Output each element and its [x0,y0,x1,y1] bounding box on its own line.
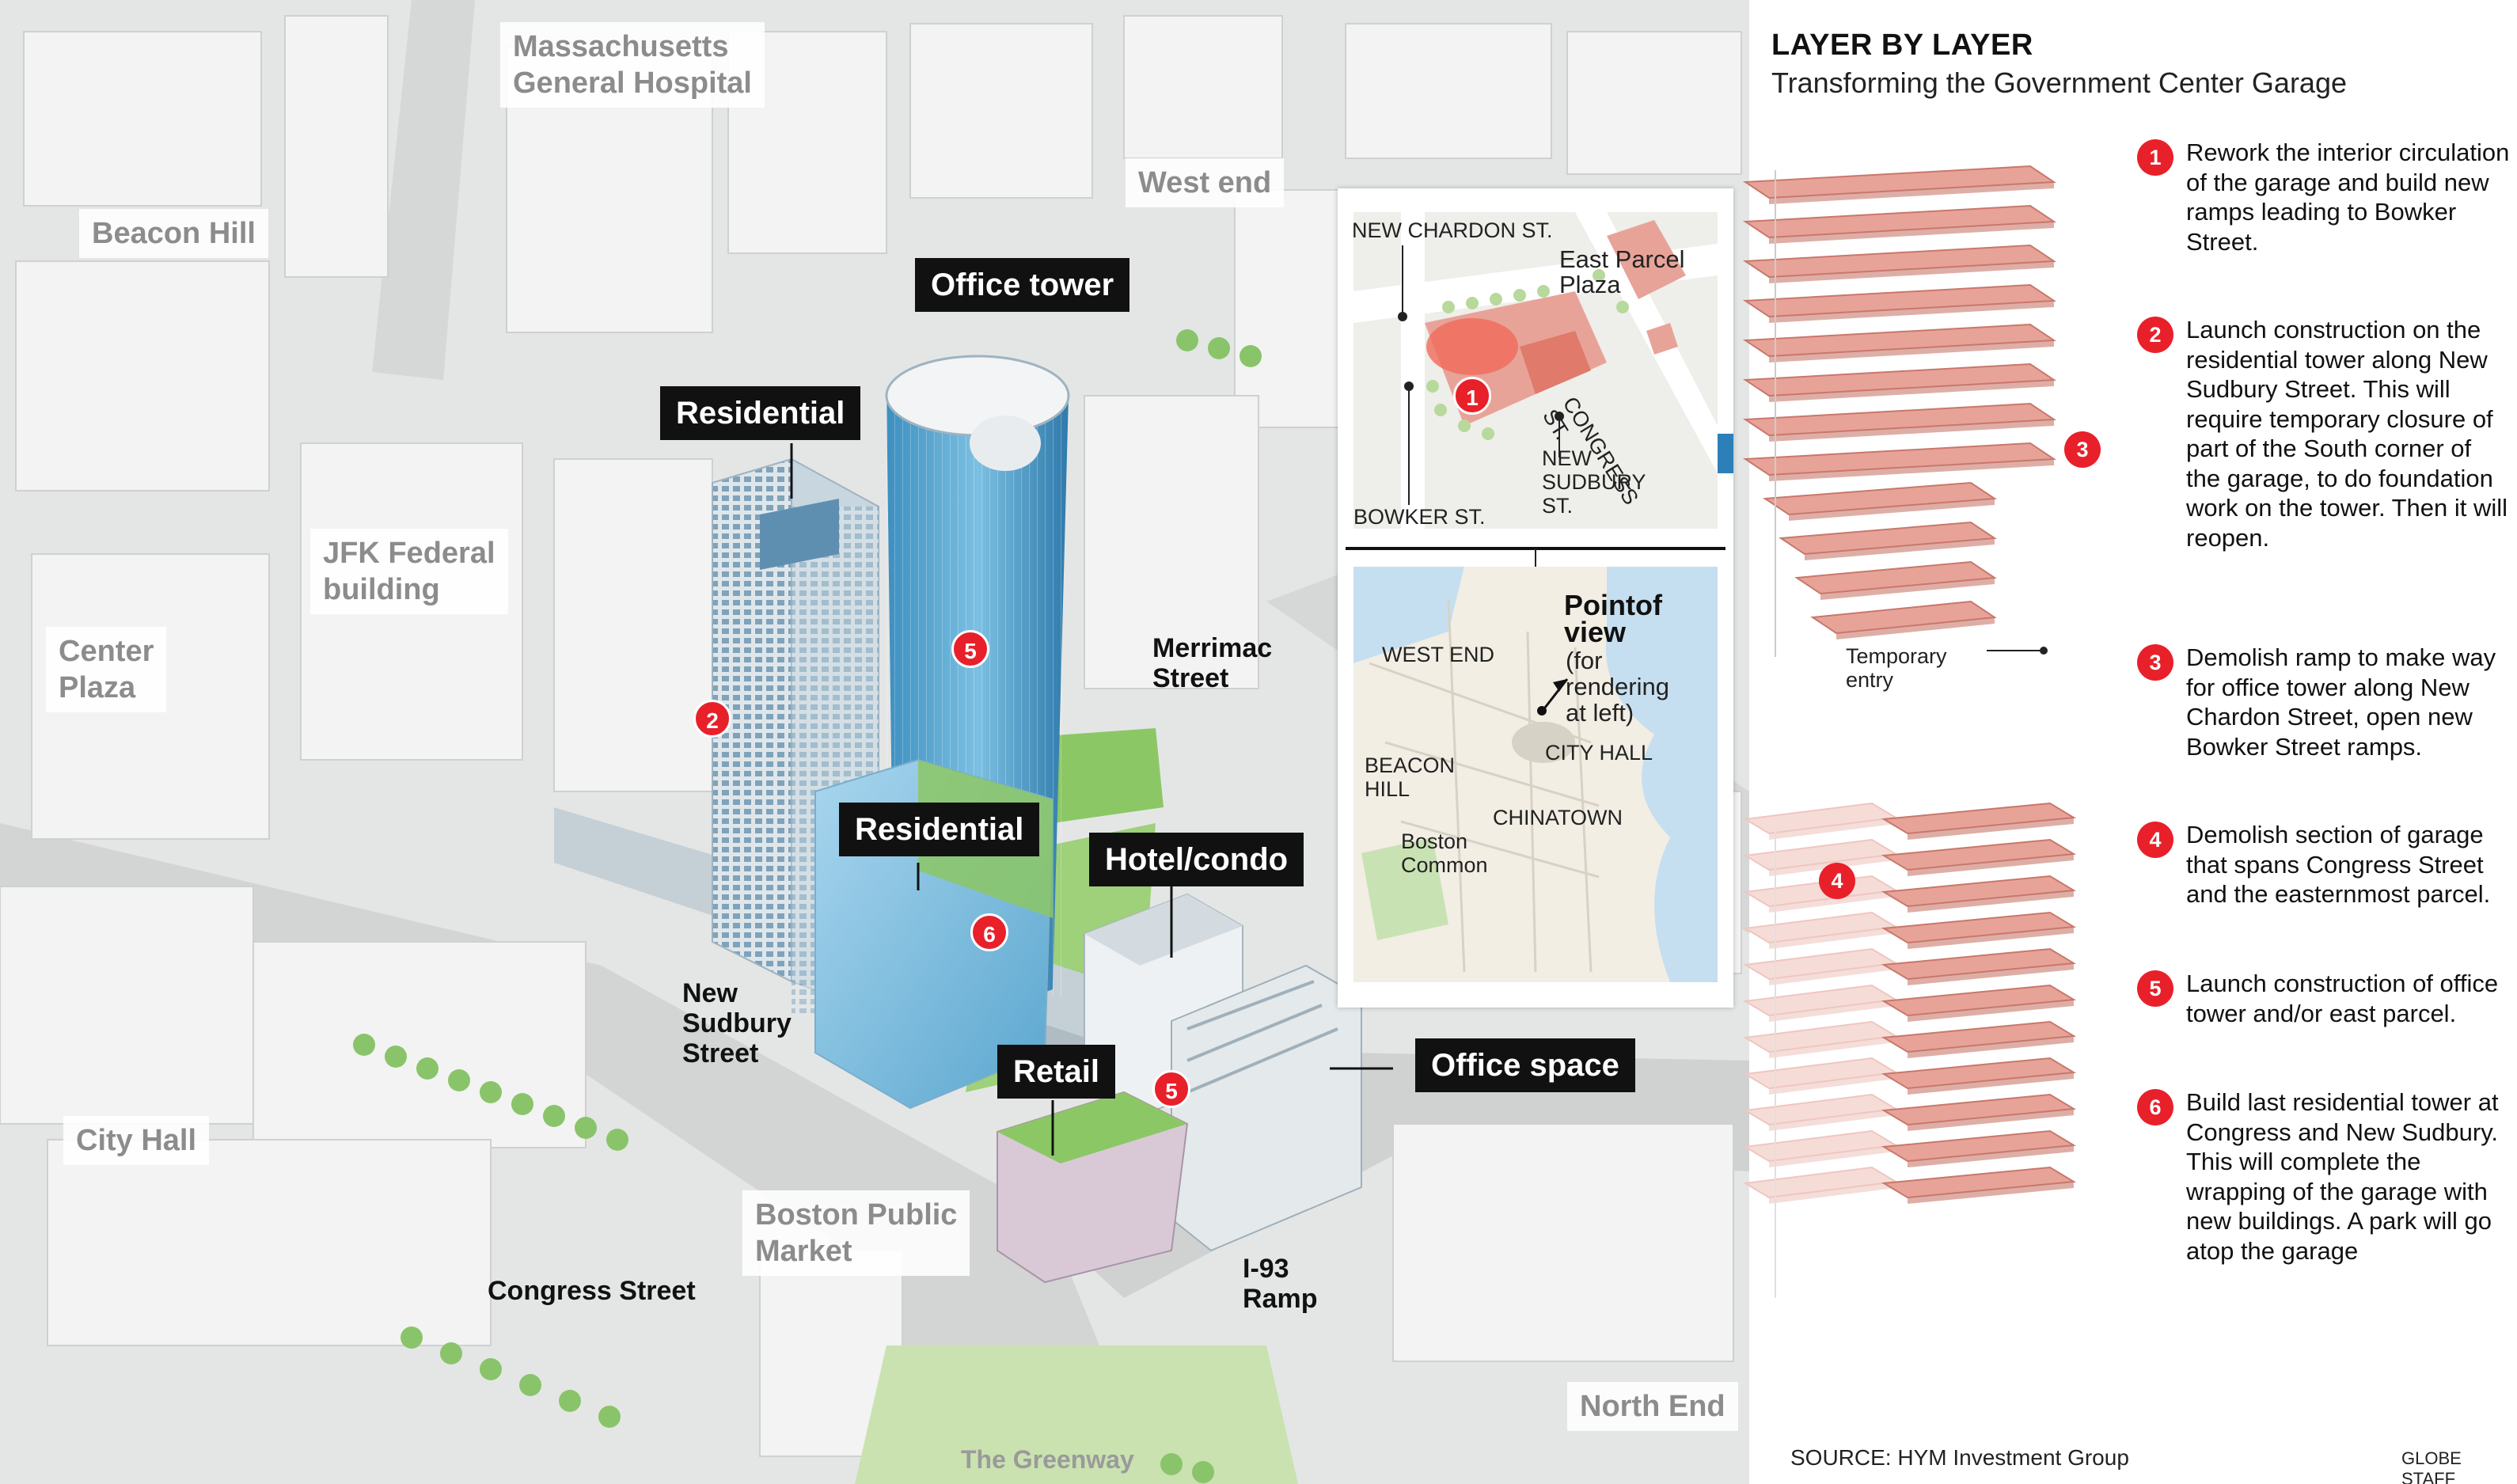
phase-marker-5-tower: 5 [951,630,989,668]
temporary-entry-label: Temporary entry [1846,644,1947,692]
locator-label-city-hall: CITY HALL [1545,741,1653,765]
map-phase-marker-1: 1 [1453,377,1491,415]
tag-office-space: Office space [1415,1038,1635,1092]
place-label-west-end: West end [1126,158,1285,207]
place-label-center-plaza: Center Plaza [46,627,167,712]
layer-by-layer-panel: LAYER BY LAYER Transforming the Governme… [1749,0,2517,1484]
locator-label-chinatown: CHINATOWN [1493,806,1623,829]
step-text: Launch construction of office tower and/… [2186,970,2499,1027]
map-label-bowker-st: BOWKER ST. [1353,505,1486,529]
map-label-east-parcel-plaza: East Parcel Plaza [1559,245,1685,298]
step-text: Rework the interior circulation of the g… [2186,139,2510,256]
panel-subtitle: Transforming the Government Center Garag… [1771,66,2347,99]
step-number: 3 [2137,644,2173,681]
step-number: 6 [2137,1089,2173,1125]
step-text: Demolish ramp to make way for office tow… [2186,643,2496,761]
place-label-jfk-federal: JFK Federal building [310,529,508,614]
place-label-mgh: Massachusetts General Hospital [500,22,765,108]
tag-retail: Retail [997,1045,1115,1099]
source-credit: SOURCE: HYM Investment Group [1790,1445,2129,1470]
map-edge-letter: N [1719,500,1731,518]
staff-credit: GLOBE STAFF [2401,1448,2462,1484]
place-label-public-market: Boston Public Market [742,1190,970,1276]
point-of-view-title: Pointof view [1564,589,1662,648]
inset-maps: NEW CHARDON ST. East Parcel Plaza CONGRE… [1338,188,1733,1008]
park-label-greenway: The Greenway [961,1445,1134,1474]
street-label-i93-ramp: I-93 Ramp [1243,1254,1318,1314]
retail-building [997,1091,1189,1284]
locator-label-beacon-hill: BEACON HILL [1365,753,1456,801]
step-text: Launch construction on the residential t… [2186,316,2508,552]
layer-marker-3: 3 [2064,431,2101,468]
point-of-view-note: (for rendering at left) [1566,647,1669,727]
layer-marker-4: 4 [1819,863,1855,899]
panel-title: LAYER BY LAYER [1771,28,2033,62]
street-label-congress: Congress Street [488,1276,696,1306]
step-number: 4 [2137,822,2173,858]
office-space-building [1171,964,1362,1252]
locator-label-west-end: WEST END [1382,643,1495,666]
phase-marker-6: 6 [970,913,1008,951]
tag-residential-lower: Residential [839,803,1040,856]
rendering: Massachusetts General Hospital West end … [0,0,1749,1484]
locator-label-boston-common: Boston Common [1401,829,1488,877]
place-label-city-hall: City Hall [63,1116,210,1165]
map-label-new-chardon: NEW CHARDON ST. [1352,218,1553,242]
step-text: Build last residential tower at Congress… [2186,1088,2499,1265]
tag-hotel-condo: Hotel/condo [1089,833,1304,886]
step-text: Demolish section of garage that spans Co… [2186,821,2491,908]
tag-office-tower: Office tower [915,258,1130,312]
place-label-beacon-hill: Beacon Hill [79,209,268,258]
street-label-merrimac: Merrimac Street [1152,633,1273,693]
map-label-new-sudbury-st: NEW SUDBURY ST. [1542,446,1646,518]
street-label-new-sudbury: New Sudbury Street [682,978,792,1068]
step-number: 1 [2137,139,2173,176]
phase-marker-5-east: 5 [1152,1070,1190,1108]
office-tower-building [885,355,1070,1008]
tag-residential-left: Residential [660,386,861,440]
place-label-north-end: North End [1567,1382,1738,1431]
step-number: 5 [2137,970,2173,1007]
step-number: 2 [2137,317,2173,353]
phase-marker-2: 2 [693,700,731,738]
inset-maps-illustration [1346,212,1733,982]
